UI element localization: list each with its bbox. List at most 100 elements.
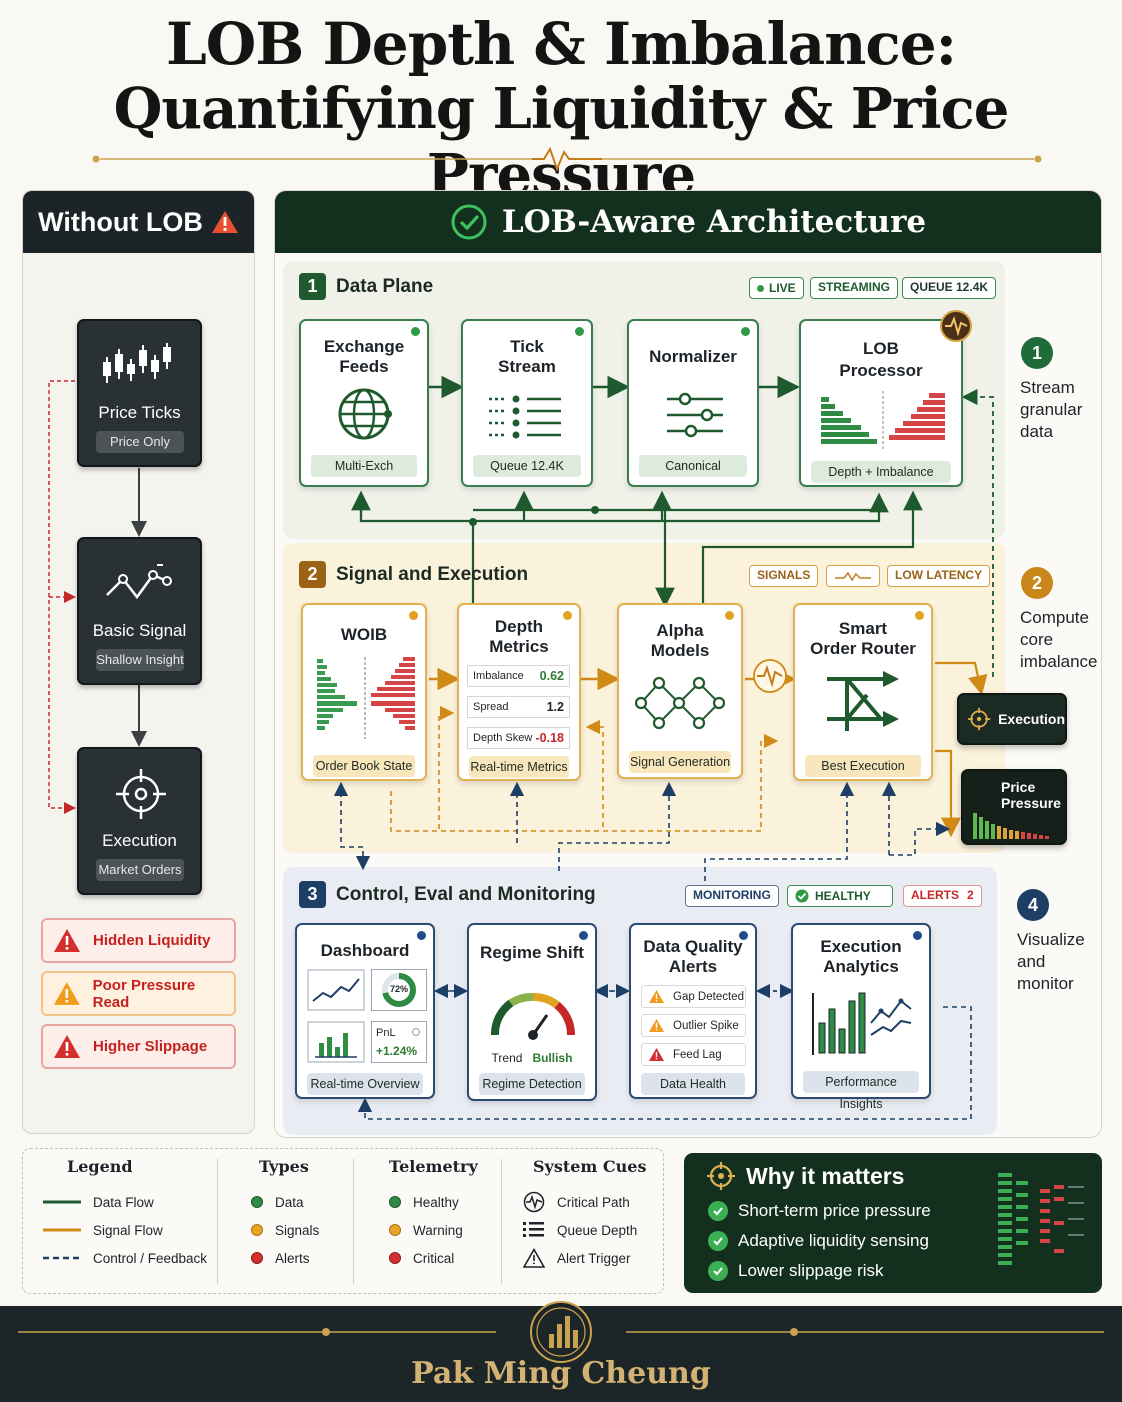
pressure-bars-icon [973,813,1049,839]
section-number: 3 [299,881,326,908]
live-tag-label: LIVE [769,280,796,295]
donut-gauge-icon [382,973,416,1007]
legend-cues: System Cues Critical Path Queue Depth Al… [523,1157,646,1272]
mini-order-book-icon [998,1173,1084,1265]
telemetry-heading: Telemetry [389,1157,478,1176]
legend-label: Queue Depth [557,1222,638,1238]
trend-value: Bullish [532,1051,573,1065]
check-circle-icon [795,889,809,903]
side-note-line: imbalance [1020,652,1098,671]
card-title: WOIB [340,625,388,644]
legend-separator [353,1159,354,1284]
card-title: Exchange [323,337,405,356]
section-number: 1 [299,273,326,300]
gauge-value: 72% [389,984,408,994]
legend-critical: Critical [389,1244,478,1272]
why-item-label: Short-term price pressure [738,1201,931,1220]
pnl-value: +1.24% [376,1044,418,1058]
metric-value: 1.2 [546,700,564,714]
legend-label: Warning [413,1222,463,1238]
alert-label: Outlier Spike [673,1019,739,1032]
gauge-tile: 72% [371,969,427,1011]
side-note-line: monitor [1017,974,1074,993]
why-title: Why it matters [706,1161,904,1191]
legend-queue-depth: Queue Depth [523,1216,646,1244]
warning-label: Hidden Liquidity [93,932,211,949]
legend-label: Alert Trigger [557,1250,631,1266]
card-title: Normalizer [649,347,737,366]
status-dot [411,327,420,336]
price-ticks-title: Price Ticks [98,403,181,422]
speedometer-icon [491,993,576,1040]
execution-card-left: Execution Market Orders [77,747,202,895]
side-note-stream: Stream granular data [1020,377,1082,443]
control-title: 3 Control, Eval and Monitoring [299,881,596,908]
red-dot-icon [389,1252,401,1264]
status-dot [725,611,734,620]
card-footer: Real-time Overview [307,1073,423,1095]
section-number: 2 [299,561,326,588]
warning-hidden-liquidity: Hidden Liquidity [41,918,236,963]
woib-card: WOIB Order Book State [301,603,427,781]
execution-node: Execution [957,693,1067,745]
execution-left-title: Execution [102,831,177,850]
pnl-label: PnL [376,1027,396,1039]
legend-label: Critical [413,1250,455,1266]
status-dot [563,611,572,620]
analytics-chart-icon [812,992,912,1055]
legend-label: Alerts [275,1250,310,1266]
legend-data-flow: Data Flow [43,1188,207,1216]
lob-aware-panel: LOB-Aware Architecture [274,190,1102,1138]
price-pressure-node: Price Pressure [961,769,1067,845]
metric-row-imbalance: Imbalance 0.62 [467,665,570,687]
card-footer: Queue 12.4K [473,455,581,477]
title-divider [92,146,1042,172]
section-label: Data Plane [336,275,434,297]
legend-label: Healthy [413,1194,459,1210]
warning-higher-slippage: Higher Slippage [41,1024,236,1069]
stream-list-icon [489,395,561,439]
legend-panel: Legend Data Flow Signal Flow Control / F… [22,1148,664,1294]
without-lob-header: Without LOB [23,191,254,253]
footer-ornament [18,1301,1104,1363]
status-dot [741,327,750,336]
legend-flows: Legend Data Flow Signal Flow Control / F… [43,1157,207,1272]
shuffle-route-icon [827,671,899,731]
side-note-line: Compute [1020,608,1089,627]
order-book-icon [317,657,415,739]
card-title: Stream [498,357,556,376]
metric-label: Depth Skew [473,732,533,744]
warning-label: Poor Pressure Read [92,976,196,1011]
card-title: Regime Shift [480,943,584,962]
exchange-feeds-card: Exchange Feeds Multi-Exch [299,319,429,487]
sliders-icon [667,392,723,438]
legend-signal-flow: Signal Flow [43,1216,207,1244]
card-title: Analytics [823,957,899,976]
legend-heading: Legend [67,1157,133,1176]
crosshair-icon [967,707,991,731]
low-latency-tag: LOW LATENCY [887,565,991,587]
legend-healthy: Healthy [389,1188,478,1216]
legend-separator [217,1159,218,1284]
status-dot [409,611,418,620]
why-item: Adaptive liquidity sensing [708,1231,929,1251]
list-icon [523,1222,544,1237]
metric-value: 0.62 [539,669,564,683]
legend-label: Signal Flow [93,1222,163,1238]
why-item: Short-term price pressure [708,1201,931,1221]
side-note-number: 1 [1021,337,1053,369]
side-note-visualize: Visualize and monitor [1017,929,1085,995]
without-lob-panel: Without LOB Price Ticks Price Only [22,190,255,1134]
basic-signal-card: Basic Signal Shallow Insight [77,537,202,685]
legend-types: Types Data Signals Alerts [251,1157,319,1272]
status-dot [575,327,584,336]
card-title: Metrics [489,637,549,656]
alpha-models-card: Alpha Models Signal Generation [617,603,743,779]
warning-poor-pressure: Poor Pressure Read [41,971,236,1016]
cues-heading: System Cues [533,1157,647,1176]
card-footer: Best Execution [805,755,921,777]
check-icon [708,1261,728,1281]
candlestick-icon [103,343,171,383]
left-flow-arrows [48,380,147,814]
signal-wave-tag [826,565,880,587]
